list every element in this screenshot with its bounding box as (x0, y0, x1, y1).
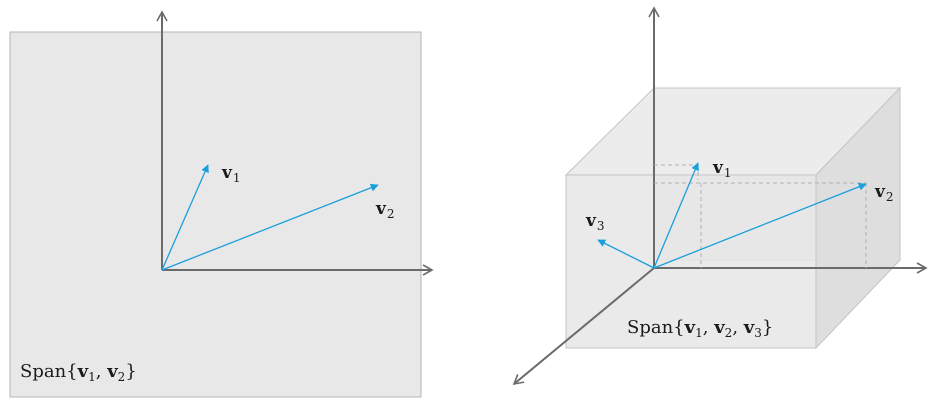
label-v2-left: v2 (375, 199, 395, 221)
cube-front-face (565, 174, 817, 349)
left-panel: v1 v2 Span{v1, v2} (9, 10, 434, 398)
label-v1-left: v1 (221, 163, 241, 185)
vector-v2-left (161, 183, 379, 271)
vector-v1-left (161, 164, 209, 271)
vector-v1-right (653, 162, 699, 269)
label-v3-right: v3 (585, 211, 605, 233)
span-label-left: Span{v1, v2} (20, 361, 137, 384)
span-label-right: Span{v1, v2, v3} (627, 317, 773, 340)
y-axis-right (512, 267, 655, 386)
vector-v3-right (597, 239, 655, 269)
label-v1-right: v1 (712, 158, 732, 180)
plane-span-v1-v2 (9, 31, 422, 398)
vector-v2-right (653, 182, 867, 269)
right-panel: v1 v2 v3 Span{v1, v2, v3} (512, 6, 928, 386)
label-v2-right: v2 (874, 182, 894, 204)
